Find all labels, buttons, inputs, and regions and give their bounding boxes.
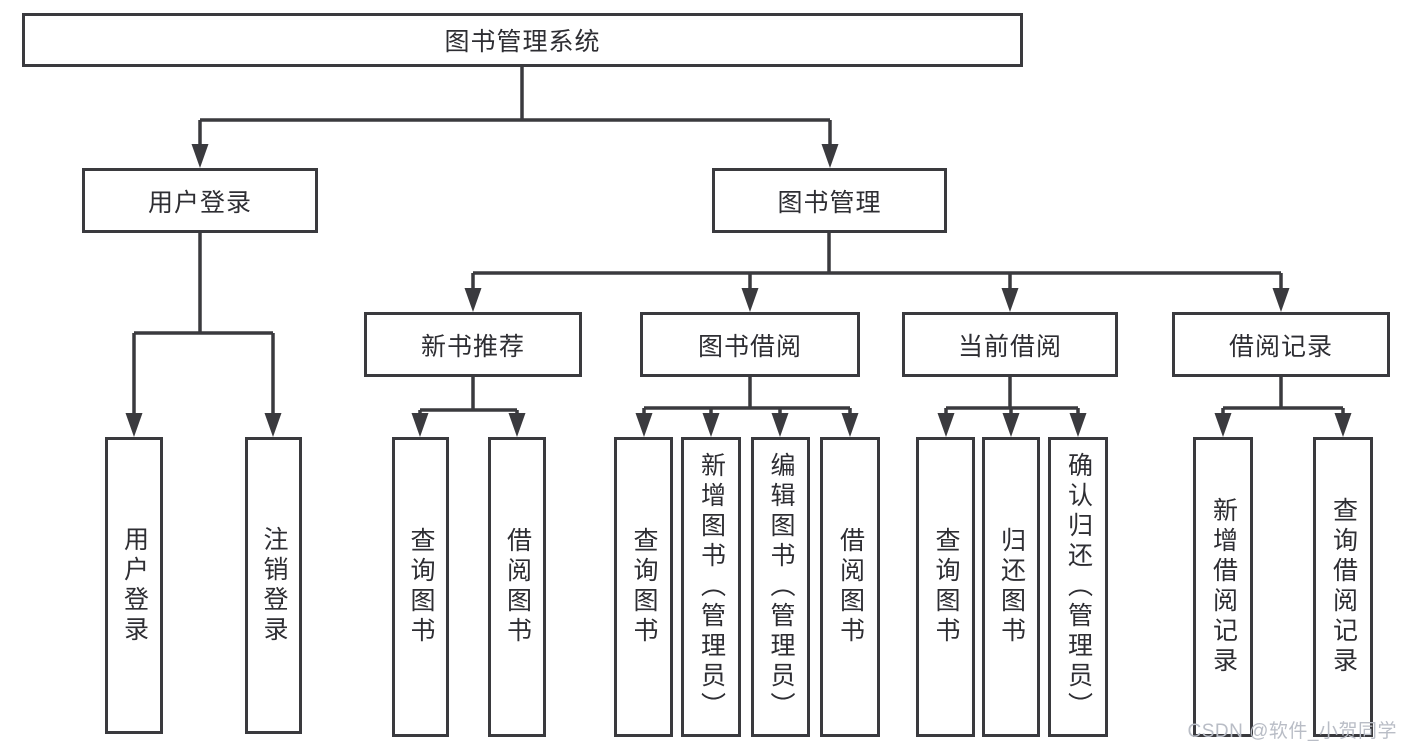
leaf-search-books-borrow: 查询图书 bbox=[614, 437, 673, 737]
leaf-search-books-recommend-label: 查询图书 bbox=[407, 527, 435, 647]
leaf-edit-book-admin: 编辑图书（管理员） bbox=[751, 437, 810, 737]
leaf-search-books-current-label: 查询图书 bbox=[932, 527, 960, 647]
leaf-search-borrow-record-label: 查询借阅记录 bbox=[1329, 497, 1358, 677]
leaf-user-login: 用户登录 bbox=[105, 437, 163, 734]
node-new-book-recommend: 新书推荐 bbox=[364, 312, 582, 377]
leaf-user-login-label: 用户登录 bbox=[120, 525, 149, 646]
node-book-management: 图书管理 bbox=[712, 168, 947, 233]
leaf-logout-login: 注销登录 bbox=[245, 437, 302, 734]
leaf-search-borrow-record: 查询借阅记录 bbox=[1313, 437, 1373, 737]
connector-paths bbox=[132, 65, 1345, 418]
leaf-add-borrow-record: 新增借阅记录 bbox=[1193, 437, 1253, 737]
leaf-logout-login-label: 注销登录 bbox=[260, 525, 288, 646]
leaf-return-books-label: 归还图书 bbox=[997, 527, 1026, 647]
node-user-login: 用户登录 bbox=[82, 168, 318, 233]
leaf-edit-book-admin-label: 编辑图书（管理员） bbox=[767, 452, 795, 722]
leaf-borrow-books-recommend: 借阅图书 bbox=[488, 437, 546, 737]
leaf-search-books-recommend: 查询图书 bbox=[392, 437, 449, 737]
node-borrow-records: 借阅记录 bbox=[1172, 312, 1390, 377]
arrow-down-icons bbox=[125, 144, 1352, 437]
leaf-confirm-return-admin-label: 确认归还（管理员） bbox=[1064, 452, 1093, 722]
leaf-borrow-books-recommend-label: 借阅图书 bbox=[503, 527, 532, 647]
leaf-add-borrow-record-label: 新增借阅记录 bbox=[1209, 497, 1238, 677]
node-root: 图书管理系统 bbox=[22, 13, 1023, 67]
leaf-add-book-admin: 新增图书（管理员） bbox=[681, 437, 741, 737]
node-book-borrow: 图书借阅 bbox=[640, 312, 860, 377]
leaf-return-books: 归还图书 bbox=[982, 437, 1040, 737]
leaf-borrow-books-borrow-label: 借阅图书 bbox=[836, 527, 865, 647]
leaf-search-books-current: 查询图书 bbox=[916, 437, 975, 737]
leaf-borrow-books-borrow: 借阅图书 bbox=[820, 437, 880, 737]
node-current-borrow: 当前借阅 bbox=[902, 312, 1118, 377]
leaf-add-book-admin-label: 新增图书（管理员） bbox=[697, 452, 726, 722]
leaf-search-books-borrow-label: 查询图书 bbox=[630, 527, 658, 647]
leaf-confirm-return-admin: 确认归还（管理员） bbox=[1048, 437, 1108, 737]
watermark: CSDN @软件_小贺同学 bbox=[1187, 721, 1397, 742]
